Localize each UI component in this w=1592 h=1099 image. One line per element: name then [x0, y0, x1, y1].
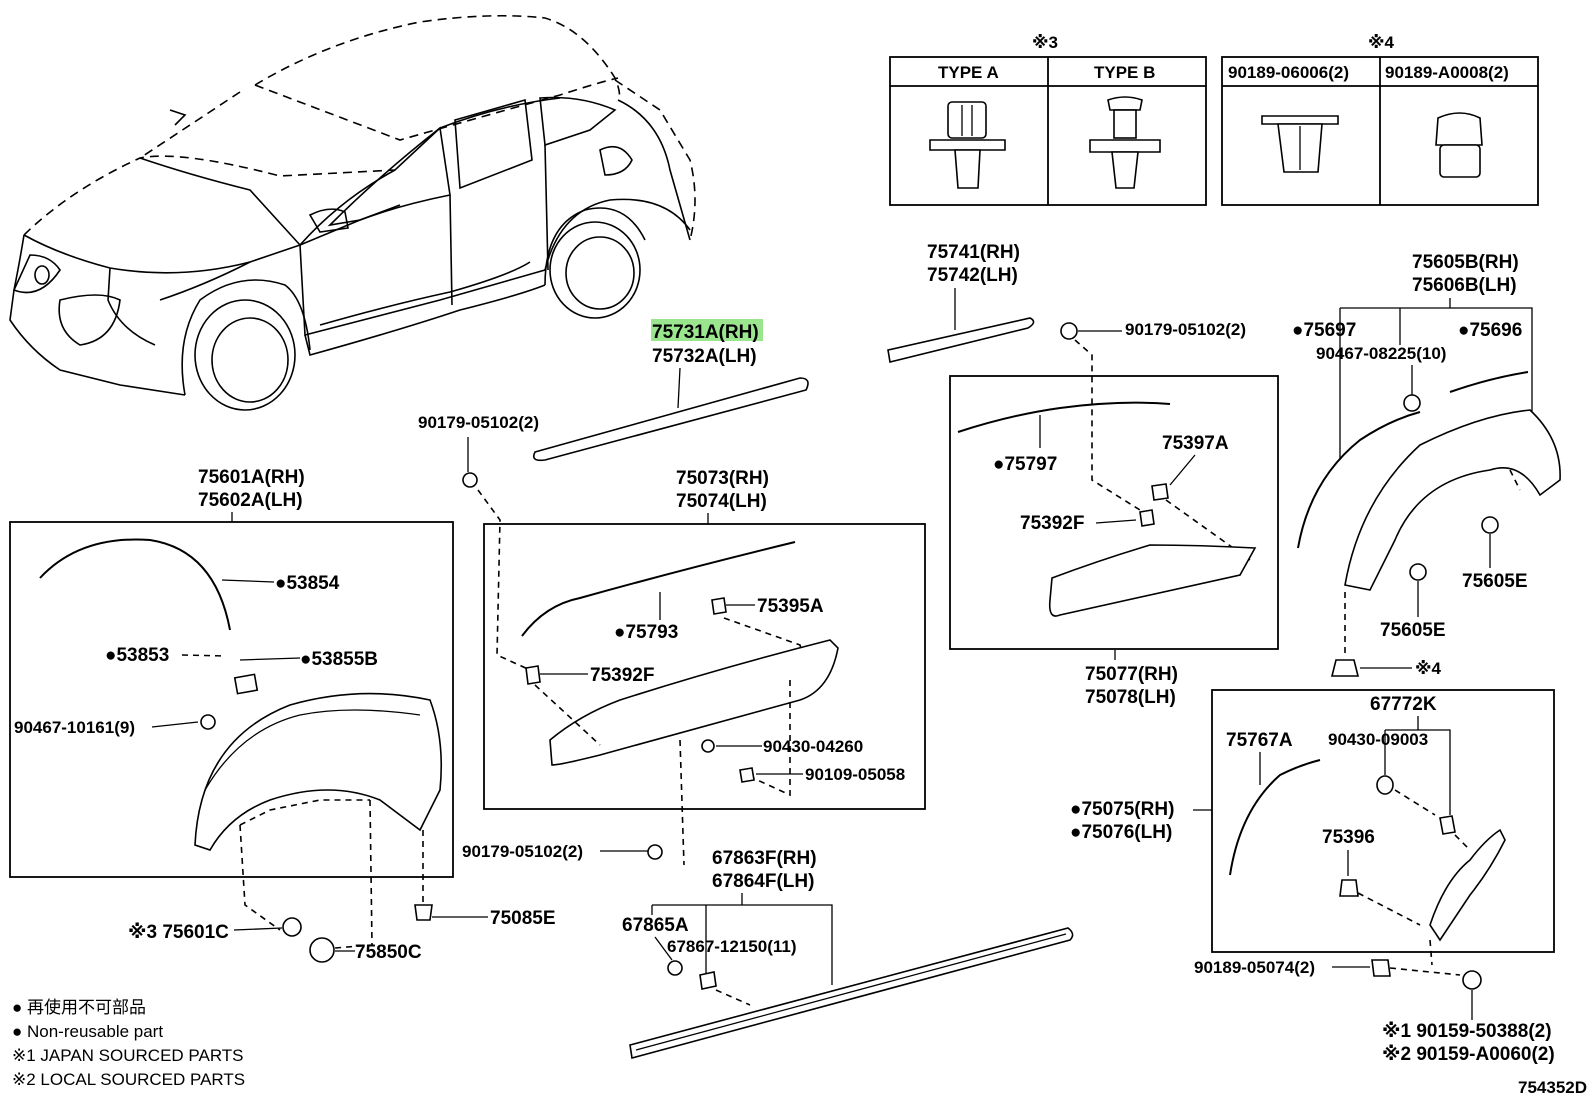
label-90189-05074: 90189-05074(2) — [1194, 958, 1315, 977]
label-67772k: 67772K — [1370, 694, 1437, 715]
table3-mark: ※3 — [1032, 33, 1058, 52]
label-67864f: 67864F(LH) — [712, 871, 814, 892]
group-67863f: 67863F(RH) 67864F(LH) 67865A 67867-12150… — [622, 848, 1074, 1060]
label-75601c: ※3 75601C — [128, 922, 229, 943]
label-67867: 67867-12150(11) — [667, 937, 797, 956]
label-75606b: 75606B(LH) — [1412, 275, 1517, 296]
table4-col-a: 90189-06006(2) — [1228, 63, 1349, 82]
group-75601a: 75601A(RH) 75602A(LH) ●53854 ●53853 ●538… — [9, 467, 556, 963]
group-67772k: 67772K 90430-09003 75767A 75396 ●75075(R… — [1070, 689, 1555, 1065]
moulding-75741: 75741(RH) 75742(LH) — [887, 242, 1035, 363]
clip-table-type-ab: ※3 TYPE A TYPE B — [889, 33, 1207, 206]
label-53853: ●53853 — [105, 645, 169, 666]
vehicle-illustration — [9, 14, 696, 411]
clip-90189-06006-icon — [1261, 115, 1339, 173]
clip-type-b-icon — [1089, 96, 1161, 189]
label-75793: ●75793 — [614, 622, 678, 643]
legend-japan-sourced: ※1 JAPAN SOURCED PARTS — [12, 1046, 244, 1065]
group-75077: 90179-05102(2) ●75797 75397A 75392F 7507… — [949, 320, 1279, 708]
label-75396: 75396 — [1322, 827, 1375, 848]
table4-col-b: 90189-A0008(2) — [1385, 63, 1509, 82]
label-75073: 75073(RH) — [676, 468, 769, 489]
legend-local-sourced: ※2 LOCAL SOURCED PARTS — [12, 1070, 245, 1089]
group-75073: 90179-05102(2) 75073(RH) 75074(LH) ●7579… — [418, 413, 926, 866]
label-75078: 75078(LH) — [1085, 687, 1176, 708]
label-67865a: 67865A — [622, 915, 689, 936]
label-75767a: 75767A — [1226, 730, 1293, 751]
clip-type-a-icon — [929, 101, 1006, 189]
label-75731a: 75731A(RH) — [652, 322, 759, 343]
label-75075: ●75075(RH) — [1070, 799, 1174, 820]
label-75601a: 75601A(RH) — [198, 467, 305, 488]
label-67863f: 67863F(RH) — [712, 848, 817, 869]
label-75797: ●75797 — [993, 454, 1057, 475]
type-a-header: TYPE A — [938, 63, 999, 82]
label-75074: 75074(LH) — [676, 491, 767, 512]
label-90179-top: 90179-05102(2) — [1125, 320, 1246, 339]
label-75850c: 75850C — [355, 942, 422, 963]
highlight-75731a — [651, 319, 763, 341]
label-90179-left: 90179-05102(2) — [418, 413, 539, 432]
label-75741: 75741(RH) — [927, 242, 1020, 263]
label-90109-05058: 90109-05058 — [805, 765, 905, 784]
clip-90189-a0008-icon — [1435, 112, 1483, 178]
label-75392f-r: 75392F — [1020, 513, 1084, 534]
label-75395a: 75395A — [757, 596, 824, 617]
group-75605b: 75605B(RH) 75606B(LH) ●75697 ●75696 9046… — [1292, 252, 1561, 678]
label-75696: ●75696 — [1458, 320, 1522, 341]
label-75077: 75077(RH) — [1085, 664, 1178, 685]
table4-mark: ※4 — [1368, 33, 1395, 52]
legend-non-reusable-jp: ● 再使用不可部品 — [12, 997, 146, 1017]
clip-table-90189: ※4 90189-06006(2) 90189-A0008(2) — [1221, 33, 1539, 206]
label-90159-50388: ※1 90159-50388(2) — [1382, 1021, 1552, 1042]
label-53855b: ●53855B — [300, 649, 378, 670]
label-75732a: 75732A(LH) — [652, 346, 757, 367]
label-75697: ●75697 — [1292, 320, 1356, 341]
label-x4: ※4 — [1415, 659, 1442, 678]
label-53854: ●53854 — [275, 573, 340, 594]
label-75742: 75742(LH) — [927, 265, 1018, 286]
moulding-75731a: 75731A(RH) 75732A(LH) — [532, 319, 809, 462]
label-90179-mid: 90179-05102(2) — [462, 842, 583, 861]
label-75085e: 75085E — [490, 908, 556, 929]
label-90430-04260: 90430-04260 — [763, 737, 863, 756]
label-90159-a0060: ※2 90159-A0060(2) — [1382, 1044, 1555, 1065]
label-75605e-b: 75605E — [1380, 620, 1446, 641]
label-75392f-m: 75392F — [590, 665, 654, 686]
label-75605e-a: 75605E — [1462, 571, 1528, 592]
label-75605b: 75605B(RH) — [1412, 252, 1519, 273]
label-75076: ●75076(LH) — [1070, 822, 1172, 843]
label-75397a: 75397A — [1162, 433, 1229, 454]
legend-non-reusable-en: ● Non-reusable part — [12, 1022, 163, 1041]
legend: ● 再使用不可部品 ● Non-reusable part ※1 JAPAN S… — [12, 997, 245, 1089]
label-90430-09003: 90430-09003 — [1328, 730, 1428, 749]
diagram-code: 754352D — [1518, 1078, 1587, 1097]
type-b-header: TYPE B — [1094, 63, 1155, 82]
label-75602a: 75602A(LH) — [198, 490, 303, 511]
label-90467-10161: 90467-10161(9) — [14, 718, 135, 737]
label-90467-08225: 90467-08225(10) — [1316, 344, 1446, 363]
